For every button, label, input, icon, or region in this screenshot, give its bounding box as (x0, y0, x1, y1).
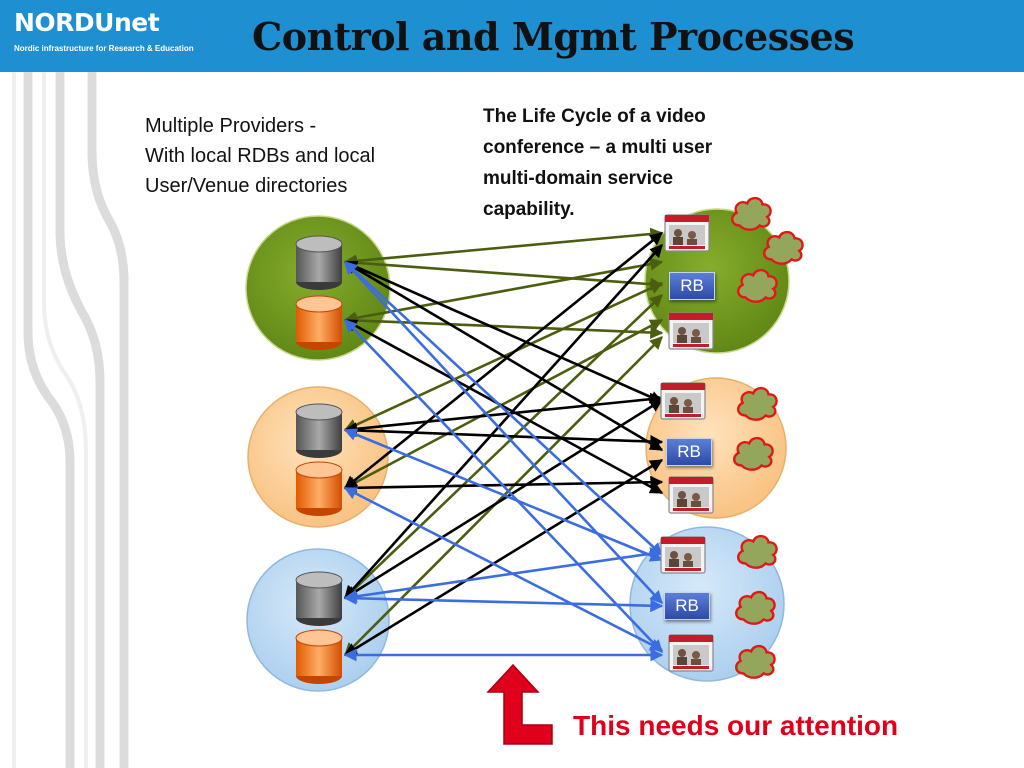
video-terminal-icon (660, 382, 706, 420)
rb-box-orange: RB (666, 438, 712, 466)
user-cloud-icon (736, 534, 778, 569)
video-terminal-icon (668, 312, 714, 350)
lifecycle-line: The Life Cycle of a video (483, 106, 706, 127)
lifecycle-description: The Life Cycle of a video conference – a… (483, 101, 783, 225)
providers-description: Multiple Providers - With local RDBs and… (145, 111, 435, 201)
blue-arrows (343, 261, 664, 662)
lifecycle-line: multi-domain service (483, 168, 674, 189)
database-icon (295, 295, 343, 350)
database-icon (295, 403, 343, 458)
database-icon (295, 629, 343, 684)
description-line: Multiple Providers - (145, 115, 317, 137)
header-bar: NORDUnet Nordic infrastructure for Resea… (0, 0, 1024, 72)
video-terminal-icon (668, 476, 714, 514)
decorative-lines (12, 72, 129, 768)
database-icon (295, 235, 343, 290)
attention-callout: This needs our attention (573, 710, 899, 741)
description-line: With local RDBs and local (145, 145, 376, 167)
brand-tagline: Nordic infrastructure for Research & Edu… (14, 44, 194, 53)
database-icon (295, 461, 343, 516)
lifecycle-line: capability. (483, 199, 575, 220)
rb-box-blue: RB (664, 592, 710, 620)
video-terminal-icon (660, 536, 706, 574)
brand-name: NORDUnet (14, 8, 160, 37)
slide-title: Control and Mgmt Processes (252, 14, 855, 59)
description-line: User/Venue directories (145, 175, 348, 197)
video-terminal-icon (668, 634, 714, 672)
rb-box-green: RB (669, 272, 715, 300)
up-arrow-icon (486, 663, 553, 745)
user-cloud-icon (736, 386, 778, 421)
lifecycle-line: conference – a multi user (483, 137, 713, 158)
database-icon (295, 571, 343, 626)
brand-logo: NORDUnet Nordic infrastructure for Resea… (14, 8, 214, 53)
user-cloud-icon (762, 230, 804, 265)
